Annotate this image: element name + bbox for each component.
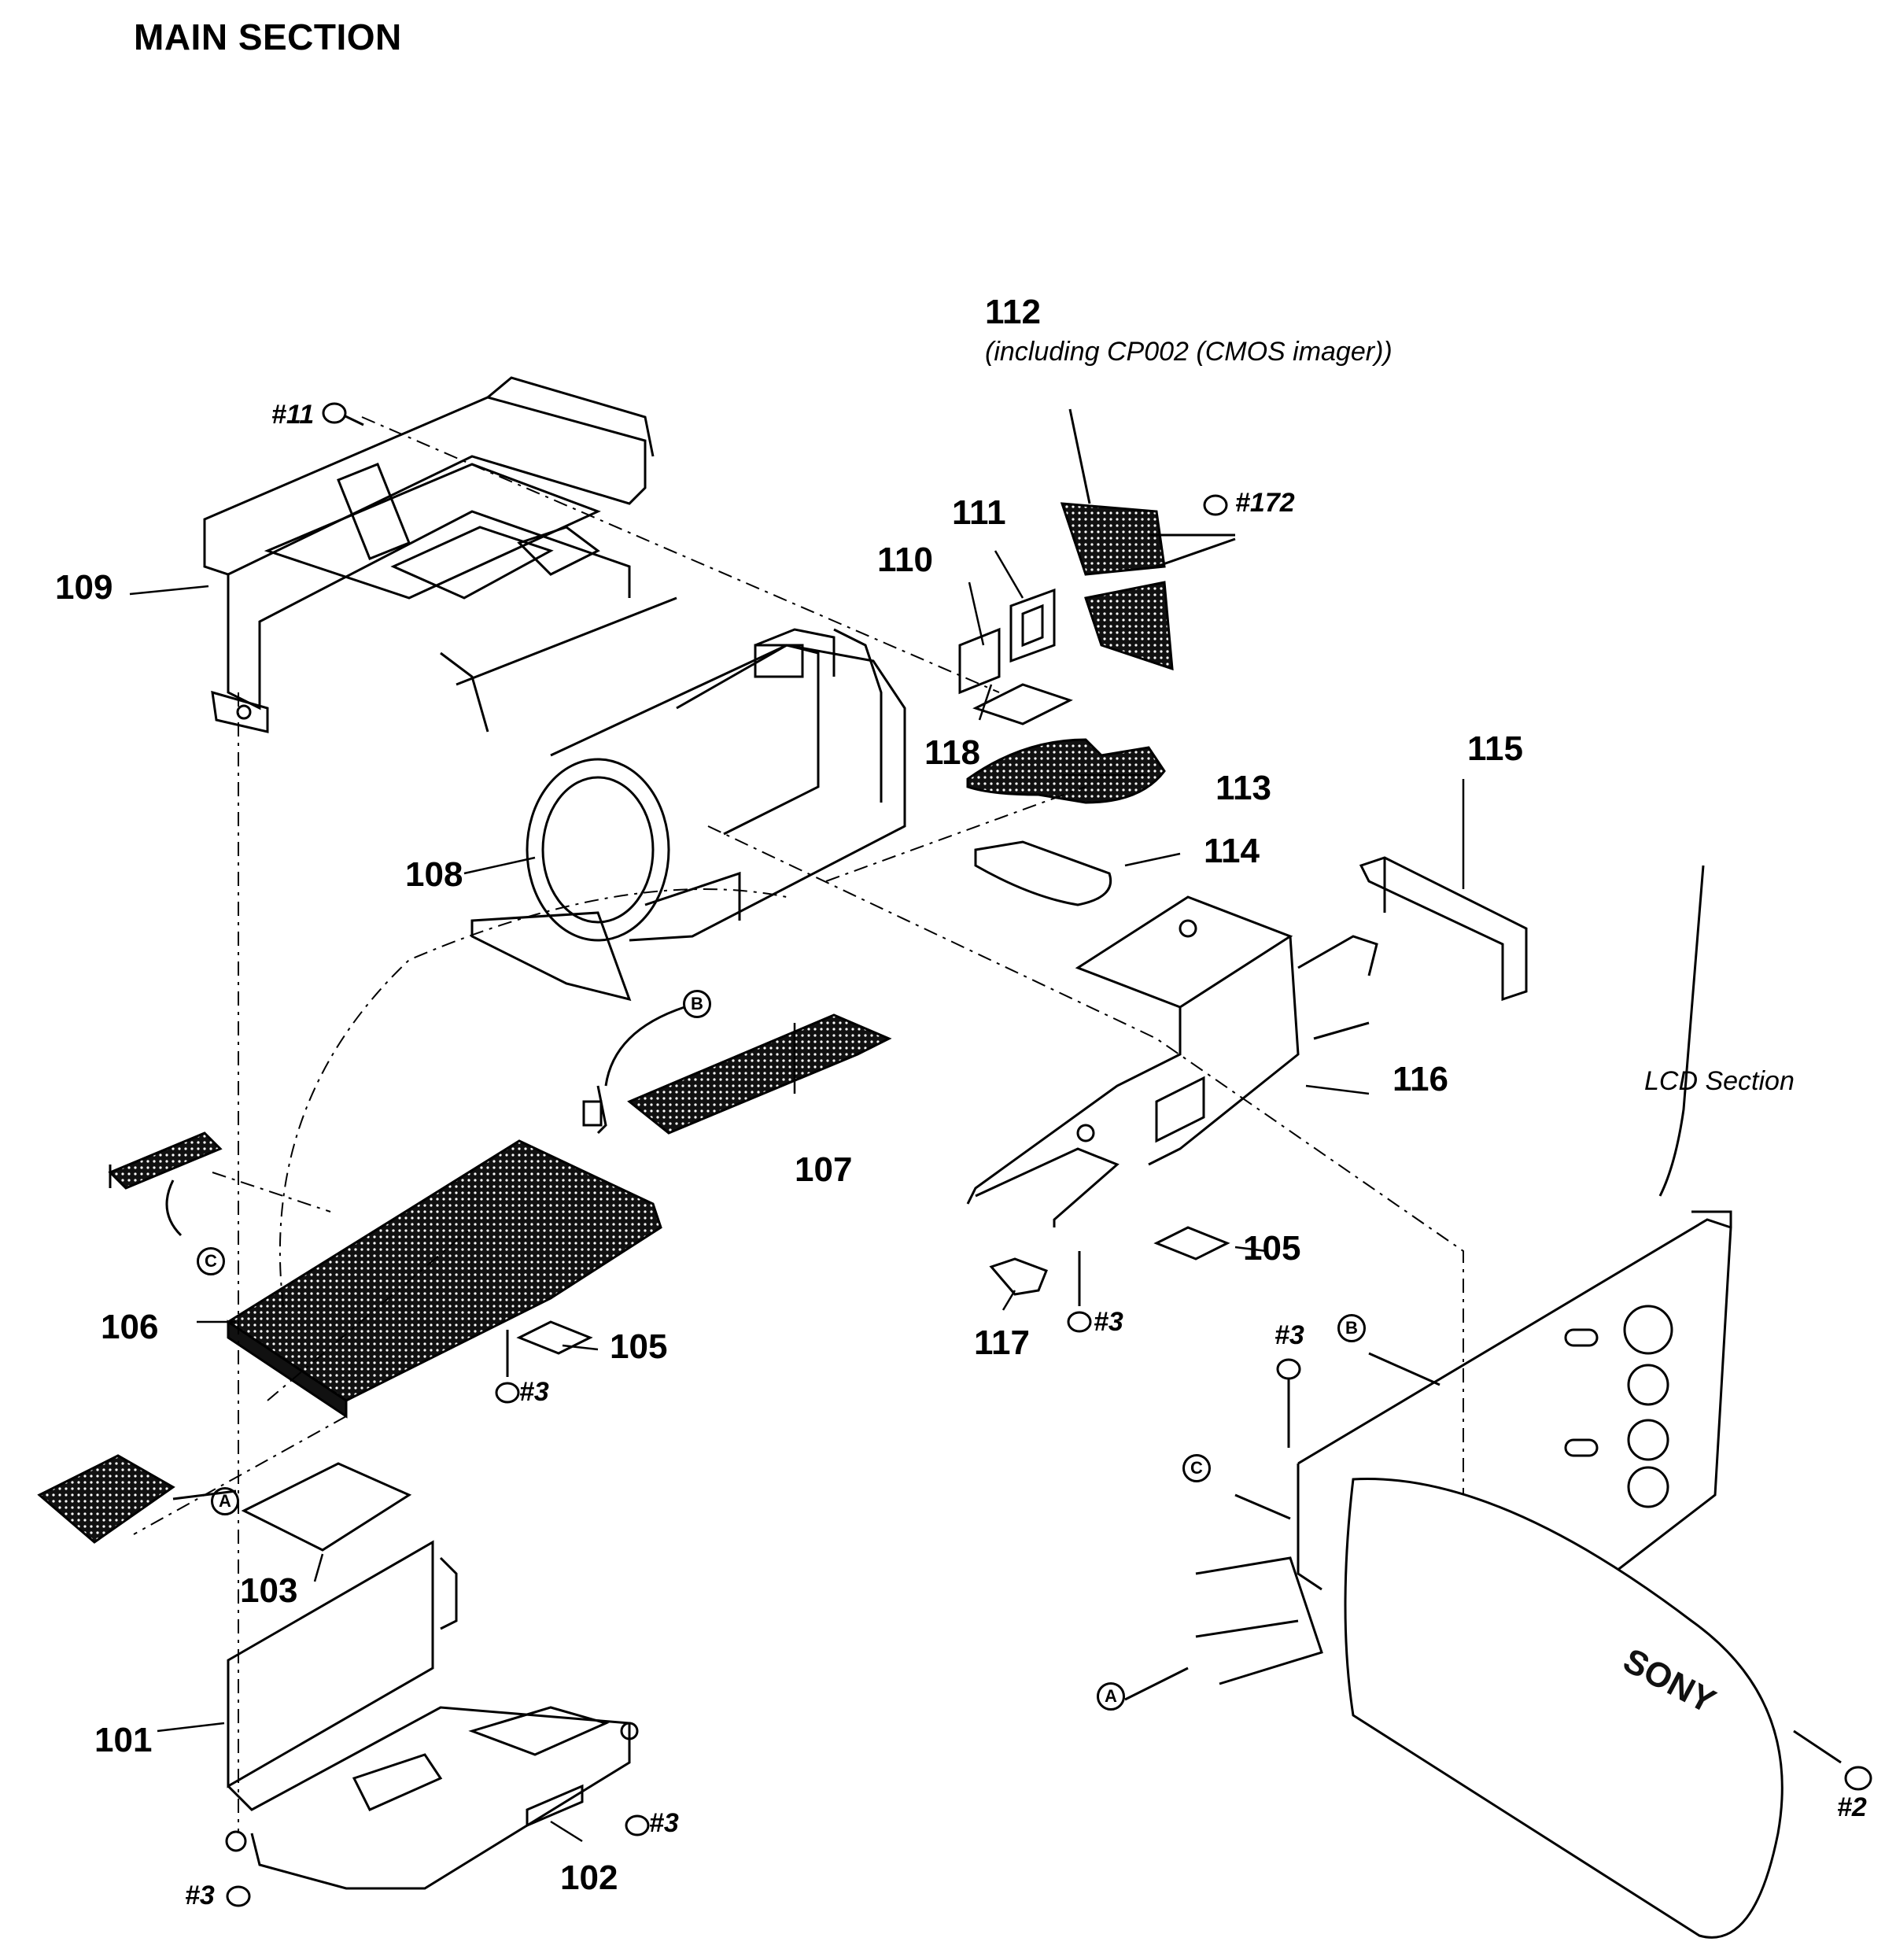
label-screw-3-cabinet-left: #3: [185, 1881, 215, 1910]
label-screw-3-cabinet-right: #3: [649, 1808, 679, 1838]
connector-c-lcd: C: [1182, 1454, 1211, 1482]
label-101: 101: [94, 1721, 153, 1759]
screw-2: [1844, 1766, 1872, 1791]
sheet-103: [241, 1462, 412, 1552]
screw-3-cabinet-left: [226, 1885, 251, 1907]
label-115: 115: [1467, 729, 1523, 768]
label-screw-3-board: #3: [519, 1377, 549, 1407]
flex-left-bottom: [37, 1454, 175, 1544]
connector-c-board: C: [197, 1247, 225, 1275]
guide-lines: [133, 416, 1464, 1833]
label-lcd-section: LCD Section: [1644, 1066, 1795, 1096]
label-103: 103: [240, 1571, 298, 1610]
leader-lines: [129, 550, 1465, 1843]
board-107: [582, 1013, 892, 1135]
label-118: 118: [924, 733, 980, 772]
arrows: [165, 865, 1842, 1764]
label-107: 107: [795, 1150, 853, 1189]
screw-3-right: [1067, 1251, 1092, 1333]
sheet-102: [526, 1784, 584, 1828]
frame-111: [1009, 588, 1056, 663]
sheet-118: [972, 683, 1073, 725]
filter-110: [958, 627, 1001, 695]
label-117: 117: [974, 1323, 1030, 1362]
frame-116: [966, 895, 1378, 1227]
connector-b-board: B: [683, 990, 711, 1018]
connector-b-lcd: B: [1337, 1314, 1366, 1342]
sheet-114: [974, 840, 1112, 906]
screw-172: [1203, 494, 1228, 516]
page-title: MAIN SECTION: [134, 17, 402, 57]
connector-a-lcd: A: [1097, 1682, 1125, 1711]
connector-a-board: A: [211, 1487, 239, 1515]
label-screw-3-lcd: #3: [1274, 1320, 1304, 1350]
lens-block-108: [470, 628, 906, 1002]
label-102: 102: [560, 1858, 618, 1897]
flex-left-top: [108, 1131, 223, 1190]
label-114: 114: [1204, 832, 1260, 870]
label-105-right: 105: [1243, 1229, 1301, 1268]
cabinet-101: [225, 1540, 639, 1890]
sheet-105-left: [516, 1320, 593, 1355]
label-106: 106: [101, 1308, 159, 1346]
label-111: 111: [952, 493, 1006, 532]
label-116: 116: [1393, 1060, 1448, 1098]
label-112: 112: [985, 293, 1041, 331]
label-screw-11: #11: [271, 400, 315, 430]
screw-3-board: [495, 1330, 520, 1404]
lcd-section-body: [1195, 1210, 1784, 1939]
board-106: [226, 1139, 662, 1419]
sheet-117: [989, 1257, 1048, 1296]
frame-109: [203, 376, 677, 733]
label-105-left: 105: [610, 1327, 668, 1366]
screw-3-cabinet-right: [625, 1814, 650, 1836]
label-108: 108: [405, 855, 463, 894]
sheet-105-right: [1153, 1226, 1230, 1261]
label-110: 110: [877, 541, 933, 579]
screw-3-lcd: [1276, 1358, 1301, 1448]
label-screw-3-right: #3: [1094, 1307, 1123, 1337]
label-109: 109: [55, 568, 113, 607]
board-112: [1060, 408, 1236, 671]
label-screw-172: #172: [1235, 488, 1295, 518]
label-screw-2: #2: [1837, 1792, 1867, 1822]
screw-11: [322, 402, 364, 426]
label-113: 113: [1215, 769, 1271, 807]
note-112: (including CP002 (CMOS imager)): [985, 337, 1393, 367]
flex-113: [966, 738, 1166, 804]
frame-115: [1359, 856, 1528, 1002]
